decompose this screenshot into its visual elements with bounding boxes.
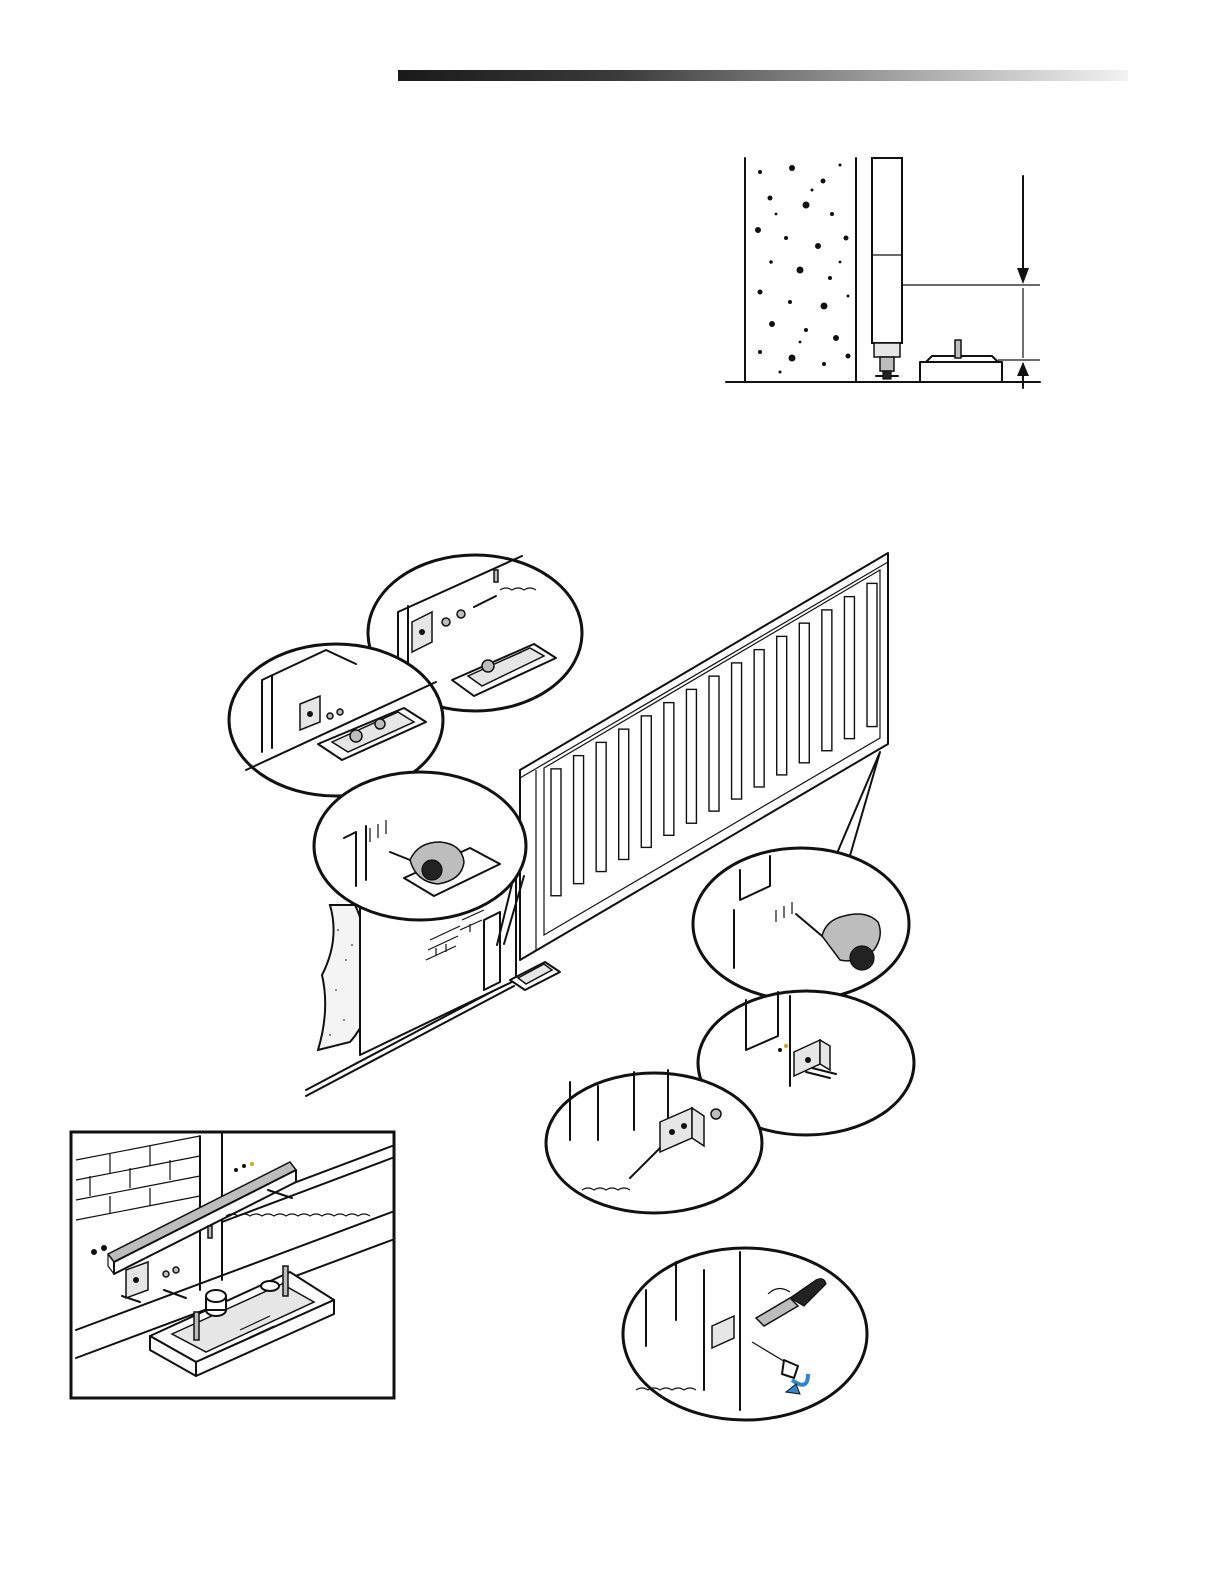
rack-bracket-detail [0, 0, 1224, 1584]
